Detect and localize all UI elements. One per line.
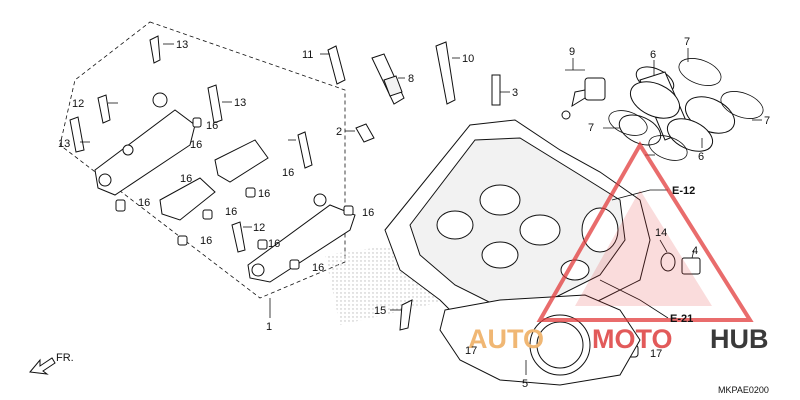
callout-label: 12 xyxy=(253,222,265,234)
o-ring xyxy=(660,252,676,272)
callout-label: 8 xyxy=(408,73,414,85)
plug-part xyxy=(681,257,701,275)
cross-reference-e21[interactable]: E-21 xyxy=(670,313,693,325)
leader-lines xyxy=(80,43,762,375)
watermark-triangle-fill xyxy=(575,190,712,306)
callout-label: 16 xyxy=(200,235,212,247)
camshaft-holder-mid-b xyxy=(214,139,269,183)
callout-label: 4 xyxy=(692,245,698,257)
callout-label: 5 xyxy=(522,378,528,390)
sensor-part xyxy=(561,77,606,120)
callout-label: 7 xyxy=(684,36,690,48)
guide-part xyxy=(355,123,375,143)
watermark-logo: AUTO MOTO HUB xyxy=(468,324,769,354)
callouts: 13 12 13 13 16 16 16 16 16 16 16 16 16 1… xyxy=(58,36,770,390)
watermark-text-auto: AUTO xyxy=(468,324,544,354)
callout-label: 16 xyxy=(206,120,218,132)
front-direction-indicator: FR. xyxy=(29,352,74,375)
callout-label: 16 xyxy=(190,139,202,151)
callout-label: 16 xyxy=(258,188,270,200)
bolt-parts xyxy=(69,35,501,331)
arrow-icon xyxy=(29,357,56,375)
callout-label: 14 xyxy=(655,227,667,239)
spark-plug xyxy=(371,53,405,105)
callout-label: 7 xyxy=(764,115,770,127)
cross-reference-e12[interactable]: E-12 xyxy=(672,185,695,197)
band-clamps xyxy=(608,58,764,161)
callout-label: 16 xyxy=(312,262,324,274)
callout-label: 3 xyxy=(512,87,518,99)
group-frame xyxy=(59,21,346,299)
callout-label: 13 xyxy=(234,97,246,109)
callout-label: 7 xyxy=(588,122,594,134)
callout-label: 1 xyxy=(266,321,272,333)
callout-label: 12 xyxy=(72,98,84,110)
callout-label: 13 xyxy=(176,39,188,51)
head-gasket xyxy=(439,294,641,386)
camshaft-holder-mid-a xyxy=(159,177,216,221)
watermark-text-moto: MOTO xyxy=(592,324,673,354)
callout-label: 13 xyxy=(58,138,70,150)
callout-label: 16 xyxy=(282,167,294,179)
callout-label: 17 xyxy=(650,348,662,360)
callout-label: 16 xyxy=(268,238,280,250)
callout-label: 15 xyxy=(374,305,386,317)
diagram-code: MKPAE0200 xyxy=(718,385,769,395)
watermark-text-hub: HUB xyxy=(710,324,769,354)
callout-label: 6 xyxy=(698,151,704,163)
callout-label: 17 xyxy=(465,345,477,357)
callout-label: 16 xyxy=(138,197,150,209)
callout-label: 16 xyxy=(225,206,237,218)
callout-label: 9 xyxy=(569,46,575,58)
callout-label: 2 xyxy=(336,126,342,138)
callout-label: 6 xyxy=(650,49,656,61)
watermark-triangle xyxy=(536,141,754,322)
front-label: FR. xyxy=(56,352,74,364)
callout-label: 10 xyxy=(462,53,474,65)
callout-label: 11 xyxy=(302,49,313,61)
callout-label: 16 xyxy=(362,207,374,219)
camshaft-holder-upper xyxy=(94,92,196,196)
camshaft-holder-lower xyxy=(247,193,356,283)
callout-label: 16 xyxy=(180,173,192,185)
insulator-lower xyxy=(666,96,736,152)
